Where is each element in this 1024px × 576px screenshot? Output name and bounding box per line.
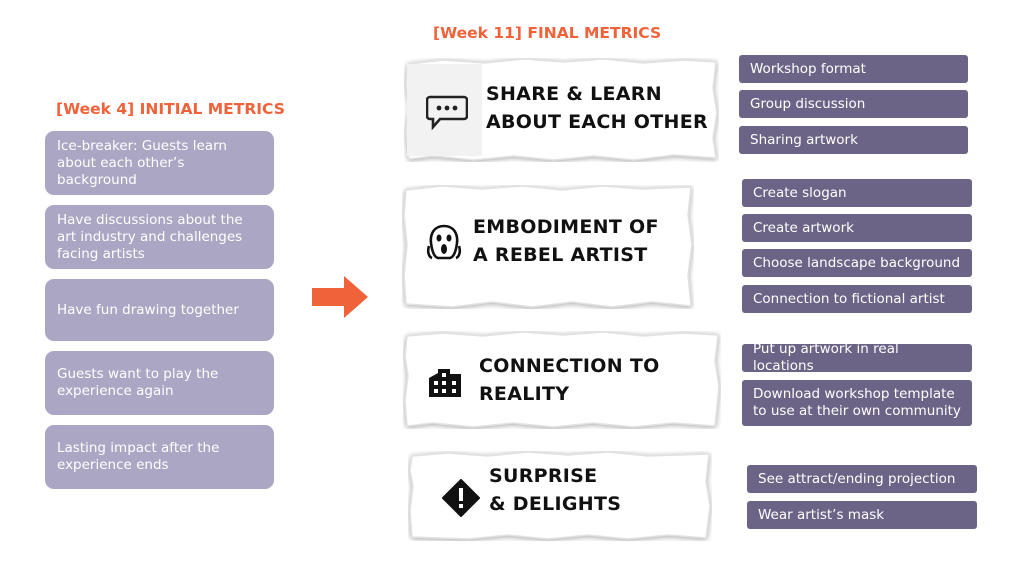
card-title-line1: CONNECTION TO (479, 355, 660, 377)
card-title-line2: & DELIGHTS (489, 493, 622, 515)
alert-diamond-icon (442, 479, 480, 517)
initial-metric-item: Ice-breaker: Guests learn about each oth… (45, 131, 274, 195)
card-title-line2: REALITY (479, 383, 570, 405)
torn-paper-edge (404, 331, 720, 428)
scream-face-icon (426, 224, 462, 260)
metric-tag: Sharing artwork (739, 126, 968, 154)
metric-tag: See attract/ending projection (747, 465, 977, 493)
building-icon (429, 369, 461, 397)
metric-card-surprise: SURPRISE & DELIGHTS (408, 451, 712, 541)
card-title: SURPRISE & DELIGHTS (489, 462, 621, 518)
card-title: CONNECTION TO REALITY (479, 352, 660, 408)
card-title: SHARE & LEARN ABOUT EACH OTHER (486, 80, 708, 136)
metric-tag: Workshop format (739, 55, 968, 83)
icon-panel (407, 64, 482, 156)
initial-metric-item: Guests want to play the experience again (45, 351, 274, 415)
card-title-line2: ABOUT EACH OTHER (486, 111, 708, 133)
card-title-line1: EMBODIMENT OF (473, 216, 659, 238)
card-title: EMBODIMENT OF A REBEL ARTIST (473, 213, 659, 269)
card-title-line1: SHARE & LEARN (486, 83, 662, 105)
metric-tag: Connection to fictional artist (742, 285, 972, 313)
metric-tag: Download workshop template to use at the… (742, 380, 972, 426)
torn-paper-edge (403, 185, 693, 308)
torn-paper-edge (409, 451, 711, 540)
metric-tag: Choose landscape background (742, 249, 972, 277)
initial-metrics-heading: [Week 4] INITIAL METRICS (56, 100, 285, 118)
card-title-line2: A REBEL ARTIST (473, 244, 648, 266)
initial-metric-item: Have fun drawing together (45, 279, 274, 341)
metric-tag: Wear artist’s mask (747, 501, 977, 529)
metric-tag: Create slogan (742, 179, 972, 207)
metric-tag: Group discussion (739, 90, 968, 118)
torn-paper-edge (405, 58, 718, 161)
metric-tag: Create artwork (742, 214, 972, 242)
card-title-line1: SURPRISE (489, 465, 598, 487)
metric-tag: Put up artwork in real locations (742, 341, 972, 374)
chat-bubble-icon (426, 95, 468, 130)
right-arrow-icon (312, 276, 368, 318)
metric-card-reality: CONNECTION TO REALITY (403, 331, 721, 429)
initial-metric-item: Have discussions about the art industry … (45, 205, 274, 269)
final-metrics-heading: [Week 11] FINAL METRICS (433, 24, 662, 42)
initial-metric-item: Lasting impact after the experience ends (45, 425, 274, 489)
metric-card-share-learn: SHARE & LEARN ABOUT EACH OTHER (404, 58, 719, 162)
metric-card-embodiment: EMBODIMENT OF A REBEL ARTIST (402, 185, 694, 309)
